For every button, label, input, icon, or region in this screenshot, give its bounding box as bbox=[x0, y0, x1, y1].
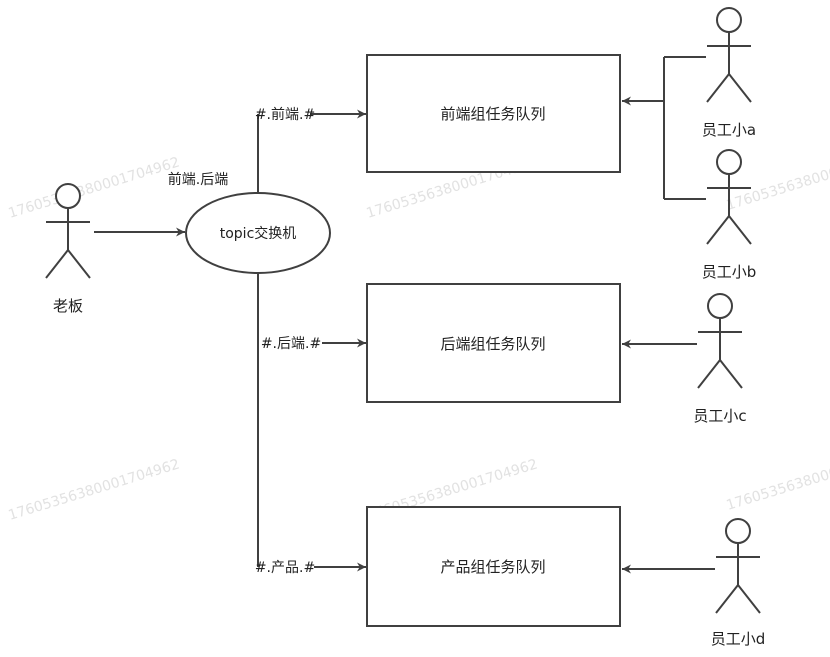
backend-queue-box[interactable] bbox=[366, 283, 621, 403]
backend-queue-label: 后端组任务队列 bbox=[440, 335, 545, 353]
frontend-binding-label: #.前端.# bbox=[255, 106, 315, 123]
product-binding-label: #.产品.# bbox=[255, 560, 315, 576]
worker-b-actor bbox=[706, 149, 752, 245]
frontend-queue-box[interactable] bbox=[366, 54, 621, 173]
worker-b-label: 员工小b bbox=[702, 263, 757, 281]
worker-d-actor bbox=[715, 518, 761, 614]
watermark-text: 17605356380001704962 bbox=[6, 154, 181, 221]
product-queue-box[interactable] bbox=[366, 506, 621, 627]
boss-label: 老板 bbox=[53, 297, 83, 315]
backend-binding-label: #.后端.# bbox=[261, 336, 321, 352]
worker-a-actor bbox=[706, 7, 752, 103]
watermark-text: 17605356380001704962 bbox=[724, 446, 830, 513]
product-queue-label: 产品组任务队列 bbox=[440, 558, 545, 576]
frontend-consumer-connector bbox=[622, 56, 706, 200]
worker-d-label: 员工小d bbox=[711, 630, 766, 648]
frontend-queue-label: 前端组任务队列 bbox=[440, 105, 545, 123]
send-routing-key-label: 前端.后端 bbox=[168, 171, 228, 188]
worker-c-actor bbox=[697, 293, 743, 389]
worker-c-label: 员工小c bbox=[693, 407, 746, 425]
exchange-label: topic交换机 bbox=[220, 225, 297, 242]
worker-a-label: 员工小a bbox=[702, 121, 756, 139]
watermark-text: 17605356380001704962 bbox=[6, 456, 181, 523]
boss-actor bbox=[45, 183, 91, 279]
